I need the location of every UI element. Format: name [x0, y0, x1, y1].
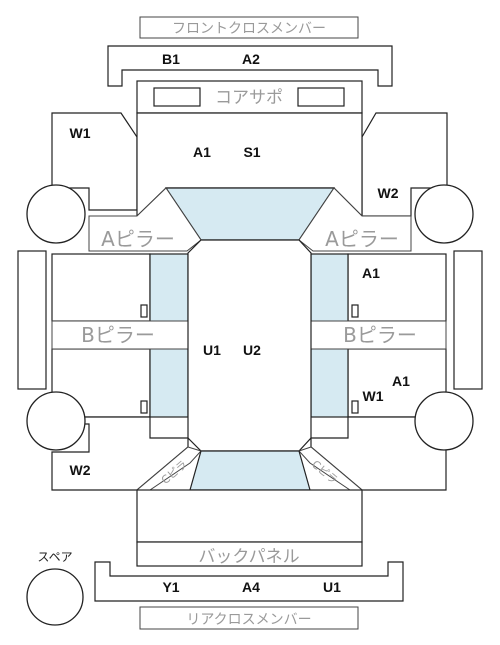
rear-bumper-code-center: A4 — [242, 579, 260, 595]
a-pillar-left[interactable]: Aピラー — [88, 187, 202, 252]
roof-code-right: U2 — [243, 342, 261, 358]
left-rear-quarter-code: W2 — [70, 462, 91, 478]
right-front-door-handle — [351, 304, 359, 318]
b-pillar-left-label: Bピラー — [81, 323, 155, 347]
front-right-tire[interactable] — [414, 184, 474, 244]
front-left-tire[interactable] — [26, 184, 86, 244]
right-rear-door-code-upper: A1 — [392, 373, 410, 389]
back-panel-label: バックパネル — [198, 547, 299, 567]
hood-code-right: S1 — [243, 144, 260, 160]
right-front-fender-code: W2 — [378, 185, 399, 201]
left-headlight — [153, 87, 201, 107]
rear-cross-member-label: リアクロスメンバー — [186, 612, 311, 628]
right-headlight — [297, 87, 345, 107]
trunk-lid[interactable] — [136, 489, 363, 543]
b-pillar-right[interactable]: Bピラー — [310, 320, 447, 350]
a-pillar-right-label: Aピラー — [325, 227, 399, 251]
rear-right-tire[interactable] — [414, 391, 474, 451]
right-front-door-code: A1 — [362, 265, 380, 281]
hood-code-left: A1 — [193, 144, 211, 160]
left-front-fender-code: W1 — [70, 125, 91, 141]
b-pillar-right-label: Bピラー — [343, 323, 417, 347]
a-pillar-left-label: Aピラー — [101, 227, 175, 251]
front-cross-member[interactable]: フロントクロスメンバー — [139, 16, 359, 39]
spare-tire-label: スペア — [37, 550, 72, 564]
left-rear-door-handle — [140, 400, 148, 414]
roof-code-left: U1 — [203, 342, 221, 358]
right-rear-door-code-lower: W1 — [363, 388, 384, 404]
spare-tire[interactable] — [26, 568, 84, 626]
rear-left-tire[interactable] — [26, 391, 86, 451]
rear-bumper-code-right: U1 — [323, 579, 341, 595]
front-bumper-code-right: A2 — [242, 51, 260, 67]
front-cross-member-label: フロントクロスメンバー — [172, 21, 326, 37]
front-bumper-code-left: B1 — [162, 51, 180, 67]
right-front-door[interactable] — [347, 253, 447, 322]
left-front-door[interactable] — [51, 253, 151, 322]
rear-bumper-code-left: Y1 — [162, 579, 179, 595]
rear-bumper[interactable] — [94, 561, 404, 602]
core-support-label: コアサポ — [215, 88, 283, 108]
right-rear-door-handle — [351, 400, 359, 414]
b-pillar-left[interactable]: Bピラー — [51, 320, 189, 350]
rear-cross-member[interactable]: リアクロスメンバー — [139, 606, 359, 630]
right-side-step[interactable] — [453, 250, 483, 390]
front-bumper[interactable] — [107, 45, 393, 87]
left-side-step[interactable] — [17, 250, 47, 390]
back-panel[interactable]: バックパネル — [136, 541, 363, 567]
left-front-door-handle — [140, 304, 148, 318]
rear-window[interactable] — [189, 450, 311, 491]
core-support[interactable]: コアサポ — [136, 80, 363, 114]
